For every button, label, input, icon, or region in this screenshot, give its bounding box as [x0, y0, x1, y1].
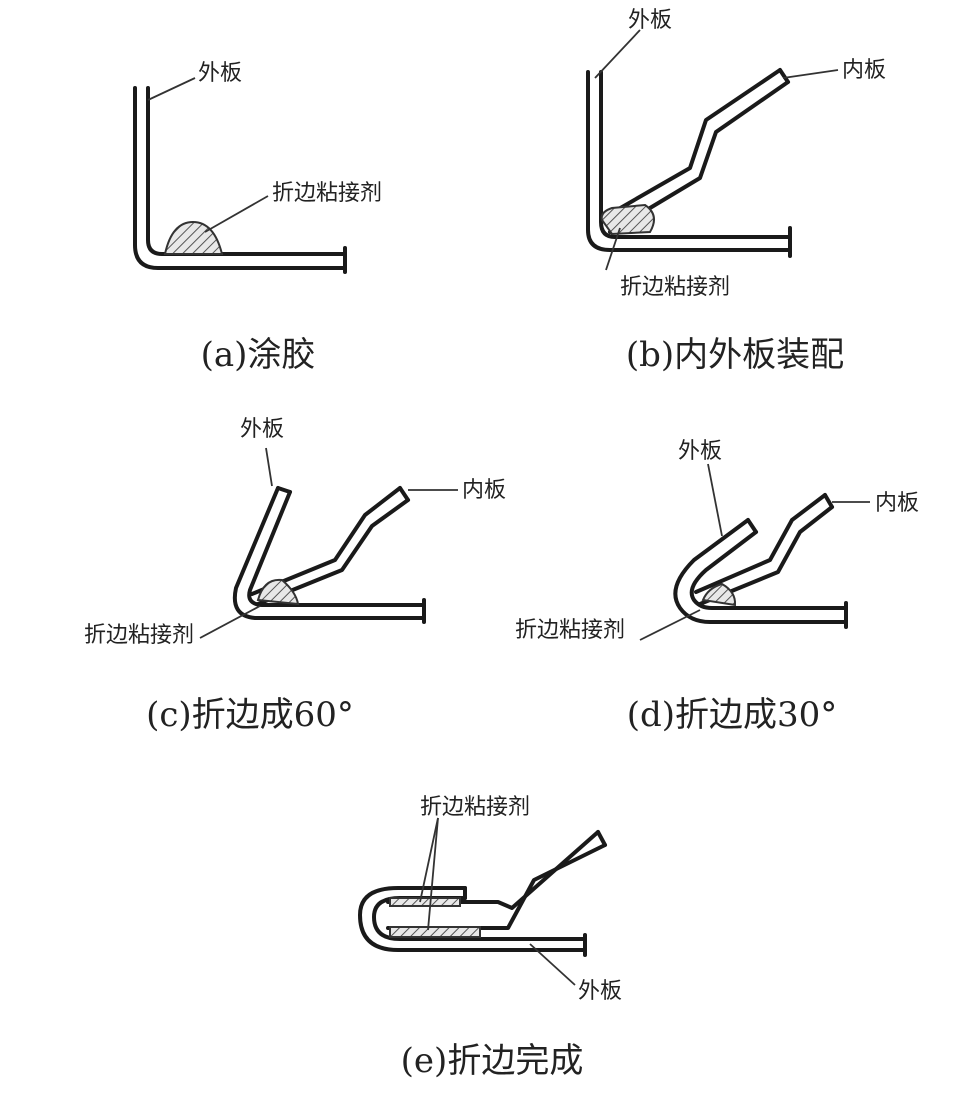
leader-adhesive-c — [199, 605, 261, 639]
leader-adhesive-b — [605, 227, 621, 271]
caption-a: (a)涂胶 — [201, 335, 316, 375]
panel-e: 折边粘接剂 外板 (e)折边完成 — [358, 795, 622, 1081]
adhesive-bead-c — [256, 578, 300, 606]
outer-plate-label-e: 外板 — [578, 979, 622, 1004]
outer-plate-b — [586, 70, 792, 258]
adhesive-label-a: 折边粘接剂 — [272, 181, 382, 206]
caption-c: (c)折边成60° — [146, 695, 354, 735]
leader-inner-b — [782, 69, 839, 79]
adhesive-layer-lower-e — [389, 926, 481, 938]
leader-adhesive-e-1 — [419, 817, 439, 903]
adhesive-bead-d — [701, 582, 737, 607]
adhesive-label-e: 折边粘接剂 — [420, 795, 530, 820]
panel-c: 外板 内板 折边粘接剂 (c)折边成60° — [84, 417, 506, 735]
leader-adhesive-d — [639, 609, 701, 641]
leader-adhesive-a — [204, 195, 269, 233]
inner-plate-e — [386, 830, 607, 930]
leader-adhesive-e-2 — [427, 817, 439, 931]
adhesive-layer-upper-e — [389, 897, 461, 907]
caption-d: (d)折边成30° — [627, 695, 838, 735]
adhesive-label-b: 折边粘接剂 — [620, 275, 730, 300]
panel-d: 外板 内板 折边粘接剂 (d)折边成30° — [515, 439, 919, 735]
adhesive-bead-b — [600, 203, 655, 236]
panel-b: 外板 内板 折边粘接剂 (b)内外板装配 — [586, 8, 886, 375]
outer-plate-label-b: 外板 — [628, 8, 672, 33]
outer-plate-a — [133, 86, 347, 274]
leader-outer-b — [594, 29, 641, 79]
outer-plate-label-a: 外板 — [198, 61, 242, 86]
inner-plate-c — [250, 486, 410, 606]
adhesive-label-d: 折边粘接剂 — [515, 618, 625, 643]
inner-plate-b — [601, 68, 790, 234]
outer-plate-c — [232, 486, 426, 624]
outer-plate-label-c: 外板 — [240, 417, 284, 442]
adhesive-label-c: 折边粘接剂 — [84, 623, 194, 648]
leader-outer-e — [529, 943, 576, 986]
outer-plate-label-d: 外板 — [678, 439, 722, 464]
leader-outer-c — [265, 447, 273, 487]
leader-outer-d — [707, 463, 723, 537]
inner-plate-label-b: 内板 — [842, 58, 886, 83]
caption-e: (e)折边完成 — [401, 1041, 584, 1081]
inner-plate-label-d: 内板 — [875, 491, 919, 516]
inner-plate-d — [694, 493, 834, 606]
outer-plate-d — [673, 518, 848, 629]
panel-a: 外板 折边粘接剂 (a)涂胶 — [133, 61, 382, 375]
caption-b: (b)内外板装配 — [626, 335, 844, 375]
leader-outer-a — [147, 77, 196, 101]
inner-plate-label-c: 内板 — [462, 478, 506, 503]
